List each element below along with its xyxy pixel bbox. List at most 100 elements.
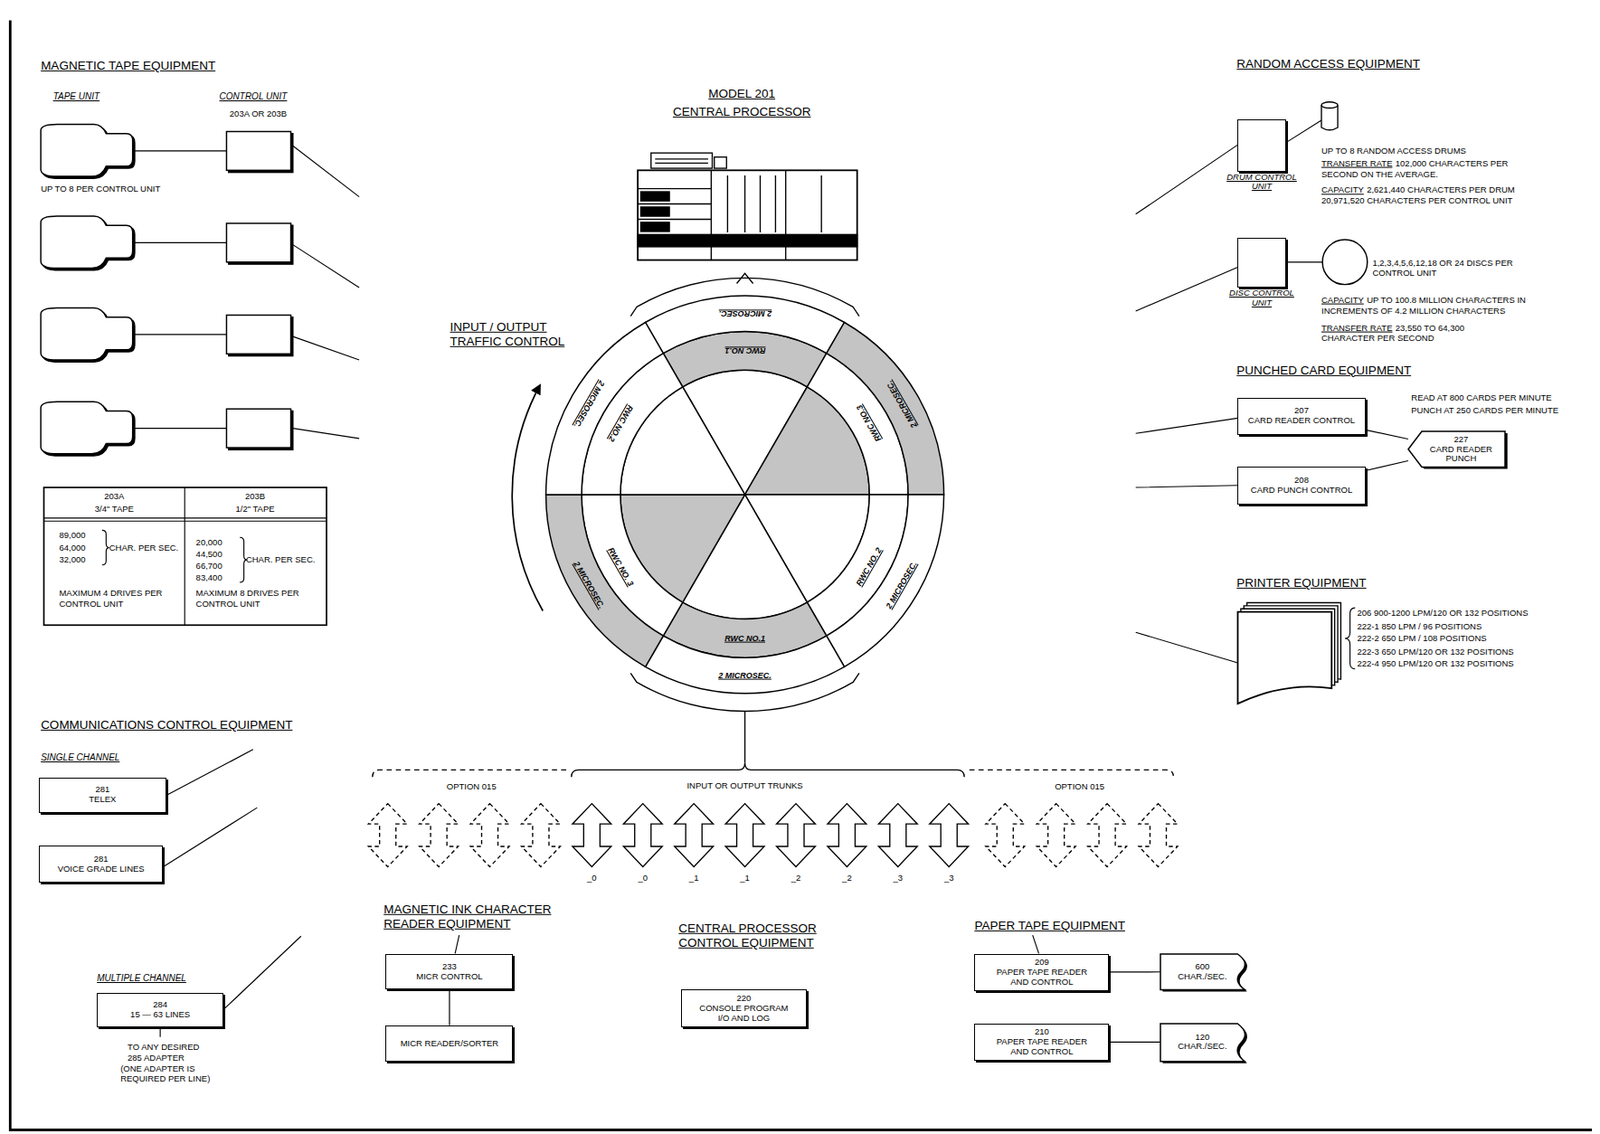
label-text: TRANSFER RATE	[1321, 321, 1392, 332]
label-text: _2	[791, 873, 802, 884]
label-text: MULTIPLE CHANNEL	[96, 973, 187, 984]
label-text: MAXIMUM 8 DRIVES PER CONTROL UNIT	[196, 587, 300, 608]
bracket	[744, 710, 746, 764]
label-text: INPUT OR OUTPUT TRUNKS	[686, 780, 803, 791]
label-text: _0	[586, 873, 597, 884]
central-processor-cabinet	[637, 170, 858, 260]
section-heading: CENTRAL PROCESSOR CONTROL EQUIPMENT	[678, 920, 832, 950]
note-text: TAPE UNIT	[53, 91, 100, 103]
traffic-arrow	[511, 385, 543, 611]
node-text: 15 — 63 LINES	[130, 1010, 190, 1021]
label-text: _0	[637, 873, 648, 884]
label-text: 222-3 650 LPM/120 OR 132 POSITIONS	[1356, 646, 1514, 657]
central-processor-cabinet	[641, 191, 671, 201]
label-text: 222-1 850 LPM / 96 POSITIONS	[1356, 621, 1482, 632]
disc	[1322, 239, 1368, 285]
tape-unit	[40, 401, 133, 455]
label-text: (ONE ADAPTER IS REQUIRED PER LINE)	[120, 1062, 210, 1083]
node-text: VOICE GRADE LINES	[57, 864, 145, 875]
traffic-wheel	[546, 295, 945, 694]
label-text: 44,500	[196, 549, 223, 559]
label-text: 2 MICROSEC.	[718, 310, 772, 320]
tape-control-unit	[226, 131, 291, 171]
note-text: INPUT OR OUTPUT TRUNKS	[686, 780, 803, 791]
node-text: 209	[987, 957, 1097, 968]
section-heading: COMMUNICATIONS CONTROL EQUIPMENT	[40, 718, 293, 733]
node-text: CARD READER CONTROL	[1248, 416, 1355, 427]
central-processor-cabinet	[651, 152, 713, 169]
node-text: DRUM CONTROL UNIT	[1220, 172, 1304, 193]
connector	[1365, 429, 1409, 439]
note-text: _0	[586, 873, 597, 884]
bracket	[372, 769, 1174, 777]
label-text: _2	[842, 873, 853, 884]
node-text: 284	[152, 1000, 168, 1011]
node-text: TELEX	[88, 795, 116, 805]
trunk-arrow	[572, 804, 612, 868]
random-access-drum	[1321, 102, 1338, 109]
wheel-sector	[546, 494, 664, 667]
note-text: 1/2" TAPE	[235, 503, 275, 514]
random-access-drum	[1321, 104, 1338, 131]
section-heading: PUNCHED CARD EQUIPMENT	[1236, 362, 1411, 378]
wheel-label: 2 MICROSEC.	[570, 559, 606, 611]
label-text: RWC NO.1	[724, 634, 766, 644]
node-text: MICR CONTROL	[416, 972, 483, 983]
note-text: 64,000	[58, 542, 86, 553]
note-text: 222-1 850 LPM / 96 POSITIONS	[1356, 621, 1482, 632]
label-text: INPUT / OUTPUT TRAFFIC CONTROL	[450, 320, 566, 349]
note-text: READ AT 800 CARDS PER MINUTE	[1410, 392, 1552, 403]
note-text: 20,000	[196, 537, 223, 548]
label-text: 222-2 650 LPM / 108 POSITIONS	[1356, 634, 1487, 644]
label-text: OPTION 015	[1054, 781, 1105, 792]
brace	[1344, 607, 1355, 670]
node-text: 281	[94, 854, 109, 865]
label-text: 32,000	[58, 555, 86, 566]
node-text: 210	[987, 1027, 1097, 1038]
node-text: PAPER TAPE READER AND CONTROL	[987, 1037, 1097, 1058]
trunk-arrow	[776, 804, 816, 868]
trunk-arrow	[521, 804, 561, 868]
equipment-box: 220CONSOLE PROGRAM I/O AND LOG	[681, 989, 808, 1028]
label-text: PAPER TAPE EQUIPMENT	[974, 918, 1126, 933]
label-text: UP TO 8 PER CONTROL UNIT	[40, 183, 161, 194]
label-text: CENTRAL PROCESSOR	[672, 104, 812, 119]
label-text: CENTRAL PROCESSOR CONTROL EQUIPMENT	[678, 920, 817, 949]
equipment-box: 281TELEX	[38, 777, 167, 814]
label-text: 66,700	[196, 560, 223, 571]
equipment-box: DRUM CONTROL UNIT	[1237, 119, 1286, 172]
trunk-arrow	[368, 804, 408, 868]
tape-unit	[40, 308, 133, 361]
wheel-label: 2 MICROSEC.	[570, 378, 606, 430]
note-text: MAXIMUM 8 DRIVES PER CONTROL UNIT	[196, 587, 303, 609]
connector	[1108, 971, 1160, 973]
trunk-arrow	[470, 804, 510, 868]
trunk-arrow	[419, 804, 459, 868]
label-text: RWC NO. 2	[854, 546, 884, 588]
tape-control-unit	[226, 314, 291, 354]
note-text: CHAR. PER SEC.	[109, 542, 180, 553]
paper-tape-shape: 600CHAR./SEC.	[1160, 954, 1250, 990]
wheel-label: RWC NO. 3	[605, 546, 635, 588]
note-text: 222-4 950 LPM/120 OR 132 POSITIONS	[1356, 659, 1514, 670]
wheel-sector	[826, 494, 945, 667]
note-text: 83,400	[196, 572, 223, 583]
bracket	[737, 273, 754, 284]
central-processor-cabinet	[641, 222, 671, 232]
label-text: 203A	[104, 492, 124, 502]
label-text: SINGLE CHANNEL	[40, 752, 120, 763]
label-text: RWC NO.2	[606, 403, 635, 444]
leader-line	[293, 145, 360, 439]
section-heading: INPUT / OUTPUT TRAFFIC CONTROL	[450, 320, 584, 350]
leader-line	[1286, 120, 1324, 263]
central-processor-cabinet	[637, 234, 858, 247]
label-text: _1	[739, 873, 750, 884]
note-text: 3/4" TAPE	[94, 503, 134, 514]
label-text: 20,971,520 CHARACTERS PER CONTROL UNIT	[1321, 196, 1513, 207]
label-text: MAXIMUM 4 DRIVES PER CONTROL UNIT	[58, 587, 162, 608]
note-text: PUNCH AT 250 CARDS PER MINUTE	[1410, 405, 1559, 416]
label-text: PUNCH AT 250 CARDS PER MINUTE	[1410, 405, 1559, 416]
node-text: PAPER TAPE READER AND CONTROL	[987, 967, 1097, 988]
wheel-sector	[645, 635, 845, 694]
wheel-label: 2 MICROSEC.	[883, 559, 919, 611]
